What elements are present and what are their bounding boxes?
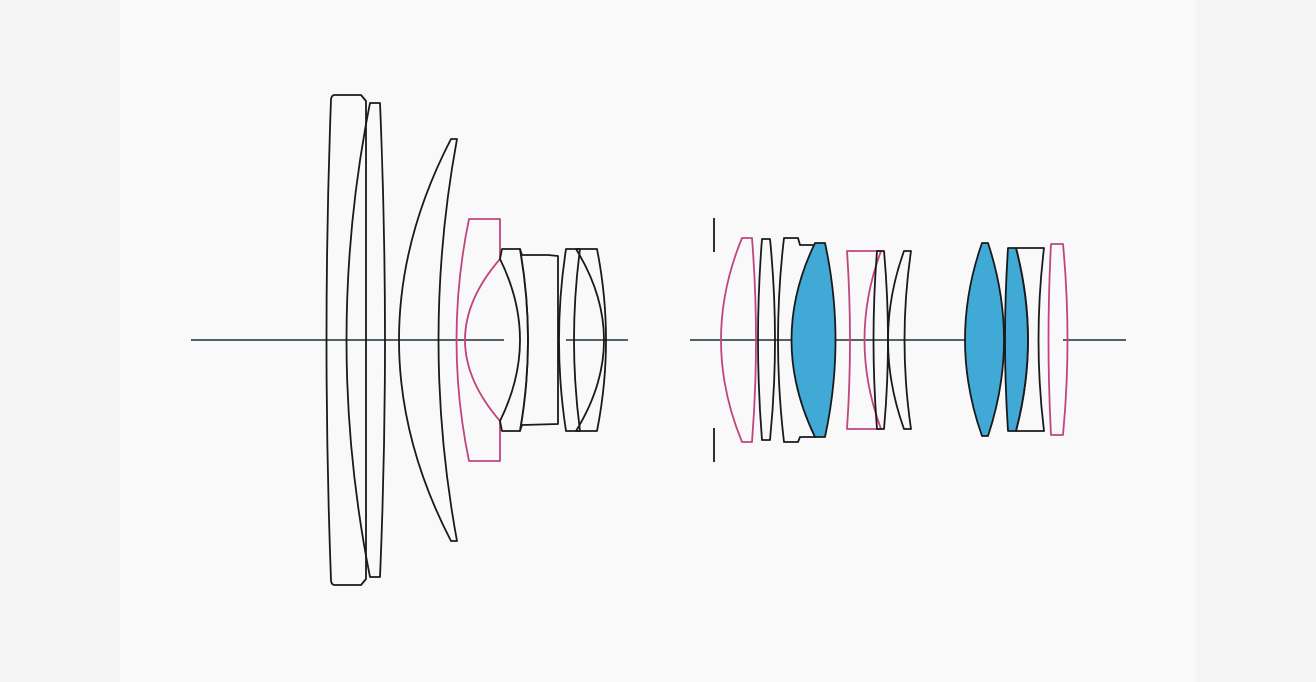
rear-element-1	[720, 237, 757, 443]
rear-element-2	[757, 238, 776, 441]
rear-element-7	[887, 250, 912, 430]
rear-element-6	[872, 250, 889, 430]
rear-element-8	[964, 242, 1005, 437]
rear-element-10	[1015, 247, 1045, 432]
front-element-8	[575, 248, 607, 432]
front-element-2	[345, 102, 386, 578]
rear-lens-group	[720, 237, 1069, 443]
rear-element-4	[790, 242, 837, 438]
rear-element-11	[1047, 243, 1069, 436]
front-element-3	[398, 138, 458, 542]
front-element-6	[519, 248, 559, 432]
front-element-4	[455, 218, 501, 462]
front-element-1	[325, 94, 367, 586]
front-lens-group	[325, 94, 607, 586]
diagram-panel	[120, 0, 1196, 682]
